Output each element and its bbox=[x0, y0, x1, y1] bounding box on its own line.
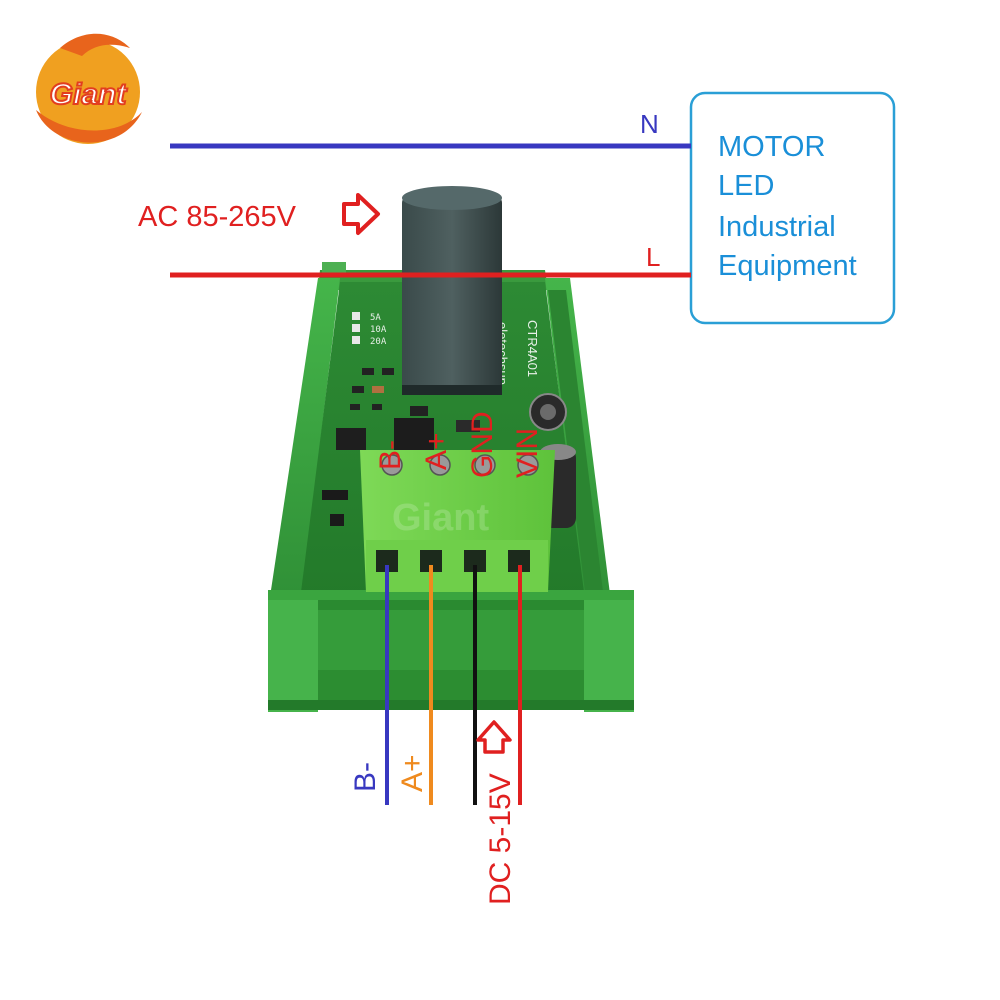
load-box-text: MOTOR LED Industrial Equipment bbox=[718, 131, 857, 282]
neutral-label: N bbox=[640, 109, 659, 139]
logo-fish-icon bbox=[60, 33, 130, 56]
wire-label-b-minus: B- bbox=[349, 762, 382, 792]
load-item-led: LED bbox=[718, 170, 774, 202]
range-20a: 20A bbox=[370, 337, 387, 347]
terminal-label-a-plus: A+ bbox=[420, 432, 453, 470]
terminal-screw-4 bbox=[517, 454, 539, 476]
terminal-screw-1 bbox=[381, 454, 403, 476]
ac-input-label: AC 85-265V bbox=[138, 201, 297, 233]
giant-logo: Giant bbox=[36, 33, 142, 144]
left-rail bbox=[268, 278, 340, 610]
load-item-industrial: Industrial bbox=[718, 211, 836, 243]
terminal-screw-2 bbox=[429, 454, 451, 476]
ac-arrow-icon bbox=[342, 193, 380, 235]
terminal-labels: B- A+ GND VIN bbox=[374, 411, 544, 478]
range-5a: 5A bbox=[370, 313, 381, 323]
terminal-screw-3 bbox=[474, 454, 496, 476]
watermark-text: Giant bbox=[392, 497, 489, 539]
logo-sun-icon bbox=[36, 40, 140, 144]
logo-text: Giant bbox=[50, 78, 129, 111]
terminal-label-gnd: GND bbox=[466, 411, 499, 478]
wire-label-a-plus: A+ bbox=[396, 754, 429, 792]
load-item-equipment: Equipment bbox=[718, 250, 857, 282]
current-transformer bbox=[402, 186, 502, 395]
live-label: L bbox=[646, 242, 660, 272]
terminal-block: Giant bbox=[360, 450, 555, 592]
terminal-label-vin: VIN bbox=[511, 428, 544, 478]
board-model-text: CTR4A01 bbox=[525, 320, 540, 377]
terminal-label-b-minus: B- bbox=[374, 440, 407, 470]
wire-label-dc: DC 5-15V bbox=[484, 773, 517, 905]
load-box bbox=[689, 91, 896, 325]
range-10a: 10A bbox=[370, 325, 387, 335]
load-item-motor: MOTOR bbox=[718, 131, 825, 163]
dc-arrow-icon bbox=[476, 720, 512, 754]
chip-1 bbox=[336, 428, 366, 450]
